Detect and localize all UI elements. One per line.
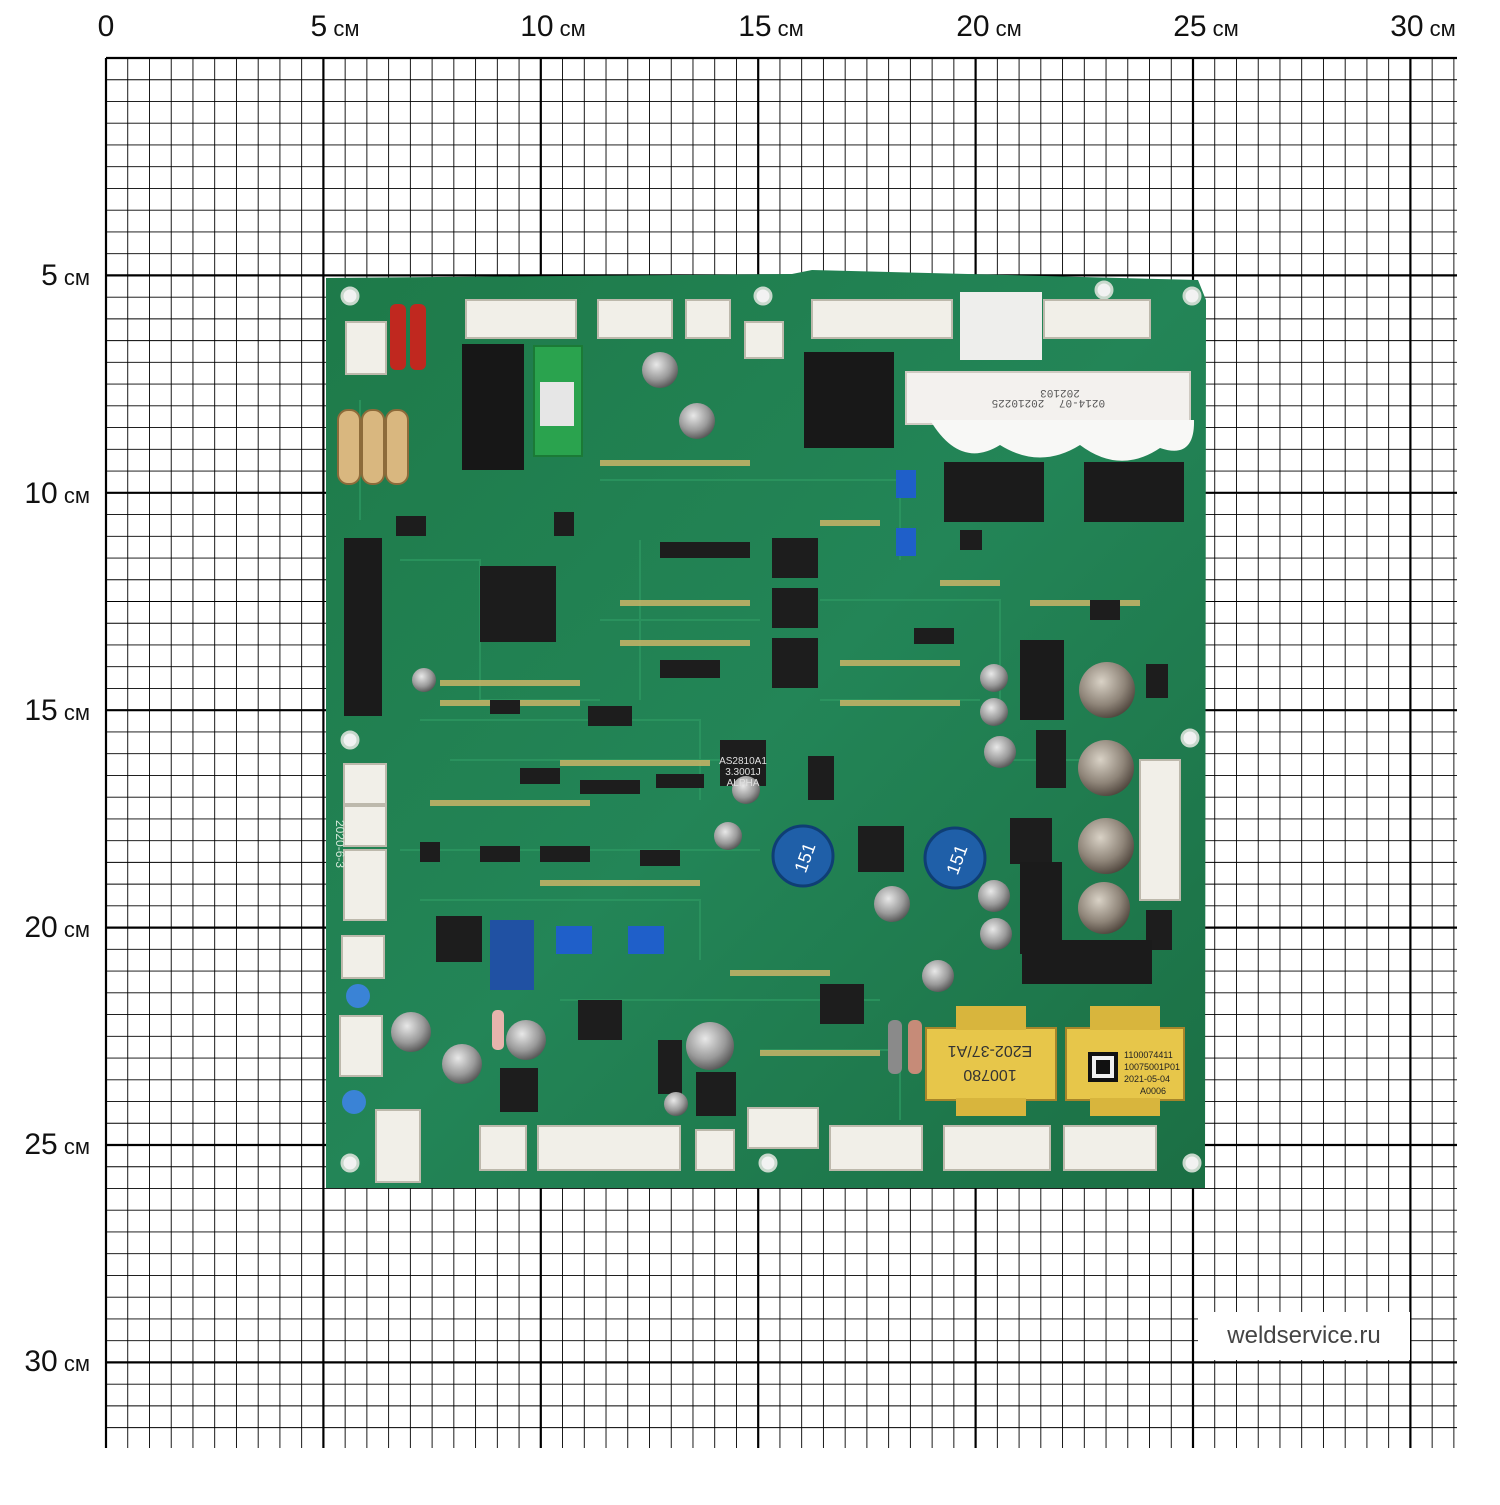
- y-scale-unit: см: [57, 483, 90, 508]
- x-scale-value: 5: [310, 10, 328, 43]
- x-scale-value: 30: [1390, 10, 1424, 43]
- trim-potentiometers: [342, 470, 916, 1114]
- x-scale-value: 20: [956, 10, 990, 43]
- y-scale-unit: см: [57, 265, 90, 290]
- y-scale-value: 25: [24, 1128, 58, 1161]
- y-scale-value: 30: [24, 1345, 58, 1378]
- heatsink-plate: [905, 371, 1191, 425]
- x-scale-label: 30 см: [1390, 12, 1456, 42]
- yellow-transformers: [925, 1006, 1185, 1116]
- y-scale-value: 10: [24, 477, 58, 510]
- power-transistors: [944, 292, 1184, 984]
- white-connectors: [339, 299, 1181, 1183]
- y-scale-label: 10 см: [24, 479, 90, 509]
- x-scale-label: 15 см: [738, 12, 804, 42]
- y-scale-value: 15: [24, 694, 58, 727]
- x-scale-unit: см: [327, 16, 360, 41]
- power-resistors: [337, 409, 409, 485]
- y-scale-unit: см: [57, 1134, 90, 1159]
- transformer-label-1: E202-37/A1: [948, 1042, 1033, 1059]
- axial-resistors: [492, 1010, 922, 1074]
- y-scale-label: 5 см: [41, 261, 90, 291]
- electrolytic-capacitors: [391, 352, 1135, 1116]
- heatsink: [804, 352, 894, 448]
- thermal-paste: [930, 420, 1195, 461]
- x-scale-value: 0: [97, 10, 115, 43]
- mounting-holes: [340, 280, 1202, 1173]
- watermark: weldservice.ru: [1198, 1312, 1410, 1360]
- x-scale-unit: см: [1206, 16, 1239, 41]
- x-scale-unit: см: [1423, 16, 1456, 41]
- x-scale-label: 10 см: [520, 12, 586, 42]
- sticker-line-4: A0006: [1140, 1086, 1166, 1096]
- y-scale-unit: см: [57, 1351, 90, 1376]
- y-scale-unit: см: [57, 917, 90, 942]
- x-scale-value: 25: [1173, 10, 1207, 43]
- x-scale-value: 15: [738, 10, 772, 43]
- x-scale-unit: см: [989, 16, 1022, 41]
- x-scale-label: 20 см: [956, 12, 1022, 42]
- y-scale-label: 25 см: [24, 1130, 90, 1160]
- x-scale-unit: см: [771, 16, 804, 41]
- y-scale-label: 20 см: [24, 913, 90, 943]
- blue-inductors: [771, 824, 987, 890]
- y-scale-unit: см: [57, 700, 90, 725]
- chip-label-3: ALPHA: [727, 778, 760, 789]
- heatsink-label-2: 20210225: [992, 396, 1045, 408]
- relay: [462, 344, 524, 470]
- x-scale-label: 25 см: [1173, 12, 1239, 42]
- transformer-label-2: 100780: [963, 1066, 1016, 1083]
- heatsink-label-3: 0214-07: [1059, 396, 1105, 408]
- y-scale-value: 5: [41, 259, 58, 292]
- silk-date: 2020-6-3: [333, 820, 347, 868]
- x-scale-label: 0: [98, 12, 115, 42]
- y-scale-label: 15 см: [24, 696, 90, 726]
- chip-label-2: 3.3001J: [725, 767, 761, 778]
- y-scale-label: 30 см: [24, 1347, 90, 1377]
- x-scale-value: 10: [520, 10, 554, 43]
- mcu-chip: [480, 566, 556, 642]
- x-scale-label: 5 см: [311, 12, 360, 42]
- sticker-line-2: 10075001P01: [1124, 1062, 1180, 1072]
- sticker-line-1: 1100074411: [1124, 1050, 1173, 1060]
- y-scale-value: 20: [24, 911, 58, 944]
- x-capacitor: [390, 304, 406, 370]
- chip-label-1: AS2810A1: [719, 756, 767, 767]
- ribbon-header: [344, 538, 382, 716]
- heatsink-label-1: 202103: [1040, 386, 1080, 398]
- sticker-line-3: 2021-05-04: [1124, 1074, 1170, 1084]
- x-scale-unit: см: [553, 16, 586, 41]
